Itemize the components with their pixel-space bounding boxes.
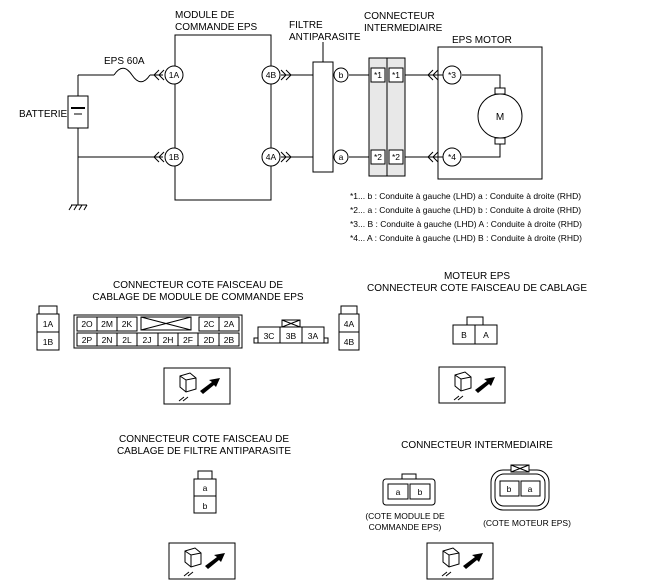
connector-plug-icon	[438, 366, 506, 404]
filter-harness-connector: CONNECTEUR COTE FAISCEAU DE CABLAGE DE F…	[117, 434, 291, 580]
module-pin-3C: 3C	[264, 331, 275, 341]
terminal-1A: 1A	[153, 65, 184, 85]
fuse-label: EPS 60A	[104, 56, 145, 67]
module-pin-1B: 1B	[43, 337, 54, 347]
module-pin-2K: 2K	[122, 319, 133, 329]
motor-pin-B: B	[461, 330, 467, 340]
motor-connector-title-2: CONNECTEUR COTE FAISCEAU DE CABLAGE	[367, 283, 587, 294]
svg-text:1A: 1A	[169, 70, 180, 80]
filter-pin-b: b	[203, 501, 208, 511]
svg-text:4B: 4B	[266, 70, 277, 80]
module-label-2: COMMANDE EPS	[175, 22, 258, 33]
svg-text:a: a	[339, 152, 344, 162]
module-pin-2C: 2C	[204, 319, 215, 329]
filter-label-1: FILTRE	[289, 20, 323, 31]
motor-terminal-4: *4	[427, 147, 462, 167]
motor-terminal-3: *3	[427, 65, 462, 85]
module-pin-2F: 2F	[183, 335, 193, 345]
motor-icon: M	[477, 87, 523, 145]
module-pin-3A: 3A	[308, 331, 319, 341]
note-2: *2... a : Conduite à gauche (LHD) b : Co…	[350, 205, 581, 215]
intermediate-right-caption: (COTE MOTEUR EPS)	[483, 518, 571, 528]
motor-outline	[437, 46, 543, 180]
module-pin-2J: 2J	[143, 335, 152, 345]
motor-label: EPS MOTOR	[452, 35, 512, 46]
intermediate-terminal-2-right: *2	[388, 149, 404, 165]
battery-label: BATTERIE	[19, 109, 67, 120]
note-1: *1... b : Conduite à gauche (LHD) a : Co…	[350, 191, 581, 201]
intermediate-harness-connector: CONNECTEUR INTERMEDIAIRE a b (COTE MODUL…	[365, 440, 571, 580]
filter-terminal-a: a	[333, 149, 349, 165]
svg-text:b: b	[339, 70, 344, 80]
intermediate-left-pin-b: b	[418, 487, 423, 497]
module-pin-2B: 2B	[224, 335, 235, 345]
terminal-1B: 1B	[153, 147, 184, 167]
module-pin-2O: 2O	[81, 319, 93, 329]
module-connector-title-1: CONNECTEUR COTE FAISCEAU DE	[113, 280, 283, 291]
module-label-1: MODULE DE	[175, 10, 235, 21]
svg-text:*4: *4	[448, 152, 456, 162]
filter-label-2: ANTIPARASITE	[289, 32, 361, 43]
note-4: *4... A : Conduite à gauche (LHD) B : Co…	[350, 233, 582, 243]
wire-motor	[462, 74, 501, 158]
intermediate-label-1: CONNECTEUR	[364, 11, 435, 22]
intermediate-terminal-1-left: *1	[370, 67, 386, 83]
intermediate-connector-title: CONNECTEUR INTERMEDIAIRE	[401, 440, 553, 451]
module-pin-3B: 3B	[286, 331, 297, 341]
module-pin-2M: 2M	[101, 319, 113, 329]
svg-text:*3: *3	[448, 70, 456, 80]
module-pin-2D: 2D	[204, 335, 215, 345]
filter-terminal-b: b	[333, 67, 349, 83]
terminal-4A: 4A	[261, 147, 292, 167]
control-module-outline	[174, 34, 272, 201]
note-3: *3... B : Conduite à gauche (LHD) A : Co…	[350, 219, 582, 229]
module-pin-1A: 1A	[43, 319, 54, 329]
motor-harness-connector: MOTEUR EPS CONNECTEUR COTE FAISCEAU DE C…	[367, 271, 587, 404]
filter-connector-title-1: CONNECTEUR COTE FAISCEAU DE	[119, 434, 289, 445]
intermediate-left-pin-a: a	[396, 487, 401, 497]
intermediate-right-pin-b: b	[507, 484, 512, 494]
fuse-symbol	[113, 67, 151, 83]
svg-text:*1: *1	[374, 70, 382, 80]
svg-text:1B: 1B	[169, 152, 180, 162]
connector-plug-icon	[163, 367, 231, 405]
intermediate-label-2: INTERMEDIAIRE	[364, 23, 443, 34]
intermediate-left-caption-1: (COTE MODULE DE	[365, 511, 445, 521]
module-harness-connector: CONNECTEUR COTE FAISCEAU DE CABLAGE DE M…	[36, 280, 360, 405]
svg-text:*2: *2	[392, 152, 400, 162]
connector-plug-icon	[168, 542, 236, 580]
notes: *1... b : Conduite à gauche (LHD) a : Co…	[350, 191, 582, 243]
intermediate-left-caption-2: COMMANDE EPS)	[369, 522, 442, 532]
svg-text:4A: 4A	[266, 152, 277, 162]
module-pin-2A: 2A	[224, 319, 235, 329]
intermediate-terminal-1-right: *1	[388, 67, 404, 83]
connector-plug-icon	[426, 542, 494, 580]
intermediate-right-pin-a: a	[528, 484, 533, 494]
module-pin-4B: 4B	[344, 337, 355, 347]
svg-text:M: M	[496, 112, 504, 123]
motor-pin-A: A	[483, 330, 489, 340]
noise-filter-box	[312, 61, 334, 173]
svg-text:*2: *2	[374, 152, 382, 162]
svg-text:*1: *1	[392, 70, 400, 80]
battery-symbol	[67, 95, 89, 129]
module-pin-2P: 2P	[82, 335, 93, 345]
filter-connector-title-2: CABLAGE DE FILTRE ANTIPARASITE	[117, 446, 291, 457]
module-pin-2H: 2H	[163, 335, 174, 345]
motor-connector-title-1: MOTEUR EPS	[444, 271, 510, 282]
module-pin-2N: 2N	[102, 335, 113, 345]
intermediate-terminal-2-left: *2	[370, 149, 386, 165]
module-connector-title-2: CABLAGE DE MODULE DE COMMANDE EPS	[92, 292, 303, 303]
ground-icon	[68, 204, 88, 211]
module-pin-2L: 2L	[122, 335, 132, 345]
module-pin-4A: 4A	[344, 319, 355, 329]
terminal-4B: 4B	[261, 65, 292, 85]
filter-pin-a: a	[203, 483, 208, 493]
schematic: EPS 60A BATTERIE 1A 1B 4	[19, 10, 543, 211]
